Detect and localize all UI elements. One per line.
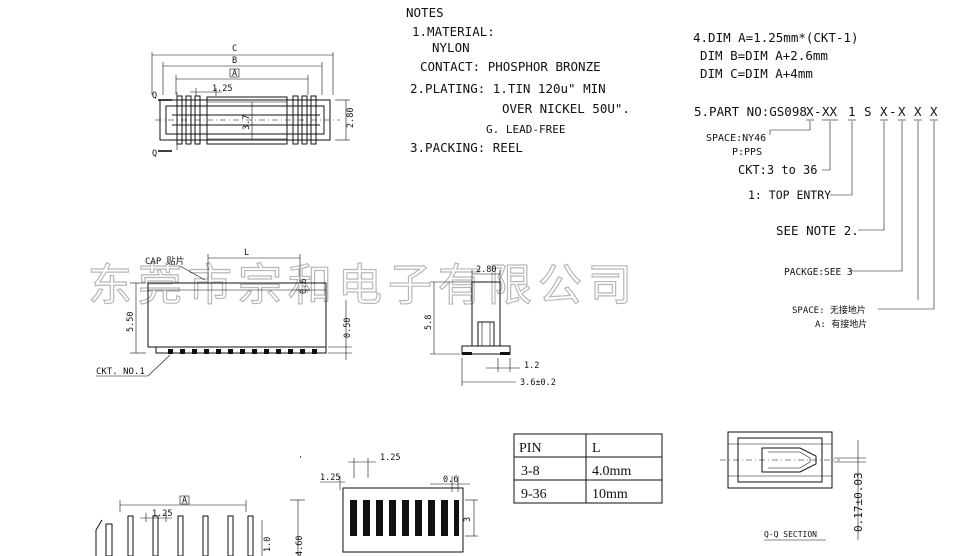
label-top-entry: 1: TOP ENTRY xyxy=(748,188,831,202)
side-pitch-label: 1.2 xyxy=(524,361,539,371)
height-label: 3.7 xyxy=(242,115,252,130)
dim-c-note: DIM C=DIM A+4mm xyxy=(700,66,813,81)
section-mark-bottom: Q xyxy=(152,149,157,159)
ckt-no-label: CKT. NO.1 xyxy=(96,367,145,377)
notes-block: NOTES 1.MATERIAL: NYLON CONTACT: PHOSPHO… xyxy=(406,5,630,155)
section-view: 0.17±0.03 Q-Q SECTION xyxy=(720,431,866,541)
note-contact: CONTACT: PHOSPHOR BRONZE xyxy=(420,59,601,74)
part-no-prefix: 5.PART NO:GS098 xyxy=(694,104,807,119)
label-space-no-ground: SPACE: 无接地片 xyxy=(792,304,866,316)
cap-label: CAP 贴片 xyxy=(145,255,185,267)
pad-height-label: 3 xyxy=(463,517,473,522)
label-package: PACKGE:SEE 3 xyxy=(784,267,853,278)
pcb-dim-a-label: A xyxy=(182,496,187,506)
pcb-height-label: 4.60 xyxy=(295,536,305,556)
watermark-text: 东莞市宗和电子有限公司 xyxy=(88,260,638,311)
side-width-label: 2.80 xyxy=(476,265,496,275)
pcb-corner-mark: · xyxy=(298,453,303,463)
dim-b-label: B xyxy=(232,56,237,66)
dim-b-note: DIM B=DIM A+2.6mm xyxy=(700,48,828,63)
note-nickel: OVER NICKEL 50U". xyxy=(502,101,630,116)
part-char-x4: X xyxy=(914,104,922,119)
table-cell-l-1: 4.0mm xyxy=(592,464,631,479)
part-char-xx: XX xyxy=(822,104,838,119)
label-a-ground: A: 有接地片 xyxy=(815,318,867,330)
pad-width-label: 0.6 xyxy=(443,475,458,485)
note-nylon: NYLON xyxy=(432,40,470,55)
note-plating: 2.PLATING: 1.TIN 120u" MIN xyxy=(410,81,606,96)
part-char-s: S xyxy=(864,104,872,119)
note-packing: 3.PACKING: REEL xyxy=(410,140,523,155)
note-leadfree: G. LEAD-FREE xyxy=(486,123,565,136)
top-view: C B A 1.25 3.7 xyxy=(151,44,356,159)
front-view: CAP 贴片 L 0.6 xyxy=(96,248,353,377)
side-height-label: 5.8 xyxy=(424,315,434,330)
section-mark-top: Q xyxy=(152,91,157,101)
label-space-ny46: SPACE:NY46 xyxy=(706,133,766,144)
section-dim-label: 0.17±0.03 xyxy=(852,472,865,532)
dim-a-label: A xyxy=(232,69,237,79)
note-material: 1.MATERIAL: xyxy=(412,24,495,39)
dim-notes-block: 4.DIM A=1.25mm*(CKT-1) DIM B=DIM A+2.6mm… xyxy=(693,30,859,81)
part-char-x3: X xyxy=(898,104,906,119)
table-header-pin: PIN xyxy=(519,441,542,456)
pitch-label: 1.25 xyxy=(212,84,232,94)
front-height-label: 5.50 xyxy=(126,312,136,332)
part-char-x2: X xyxy=(880,104,888,119)
depth-label: 2.80 xyxy=(346,108,356,128)
table-cell-pin-1: 3-8 xyxy=(521,464,540,479)
pcb-view: A 1.25 1.0 4.60 · xyxy=(95,453,305,556)
pin-table: PIN L 3-8 4.0mm 9-36 10mm xyxy=(513,433,663,504)
pad-pitch-top-label: 1.25 xyxy=(380,453,400,463)
pin-height-label: 0.50 xyxy=(343,318,353,338)
pcb-thickness-label: 1.0 xyxy=(263,537,273,552)
notes-title: NOTES xyxy=(406,5,444,20)
pcb-pitch-label: 1.25 xyxy=(152,509,172,519)
dim-c-label: C xyxy=(232,44,237,54)
part-char-x1: X xyxy=(806,104,814,119)
part-char-x5: X xyxy=(930,104,938,119)
table-cell-l-2: 10mm xyxy=(592,487,628,502)
label-p-pps: P:PPS xyxy=(732,147,762,158)
label-ckt: CKT:3 to 36 xyxy=(738,163,817,177)
part-char-dash2: - xyxy=(889,104,897,119)
part-number-block: 5.PART NO:GS098 X - XX 1 S X - X X X SPA… xyxy=(694,104,938,330)
side-span-label: 3.6±0.2 xyxy=(520,378,556,388)
part-char-1: 1 xyxy=(848,104,856,119)
l-label: L xyxy=(244,248,249,258)
table-header-l: L xyxy=(592,441,601,456)
pad-pitch-side-label: 1.25 xyxy=(320,473,340,483)
table-cell-pin-2: 9-36 xyxy=(521,487,547,502)
section-title: Q-Q SECTION xyxy=(764,530,817,539)
pad-view: 1.25 1.25 0.6 3 xyxy=(320,453,478,553)
side-view: 2.80 5.8 1.2 3.6±0.2 xyxy=(424,265,556,388)
dim-a-note: 4.DIM A=1.25mm*(CKT-1) xyxy=(693,30,859,45)
label-see-note2: SEE NOTE 2. xyxy=(776,223,859,238)
cap-thickness-label: 0.6 xyxy=(299,279,309,294)
part-char-dash1: - xyxy=(814,104,822,119)
